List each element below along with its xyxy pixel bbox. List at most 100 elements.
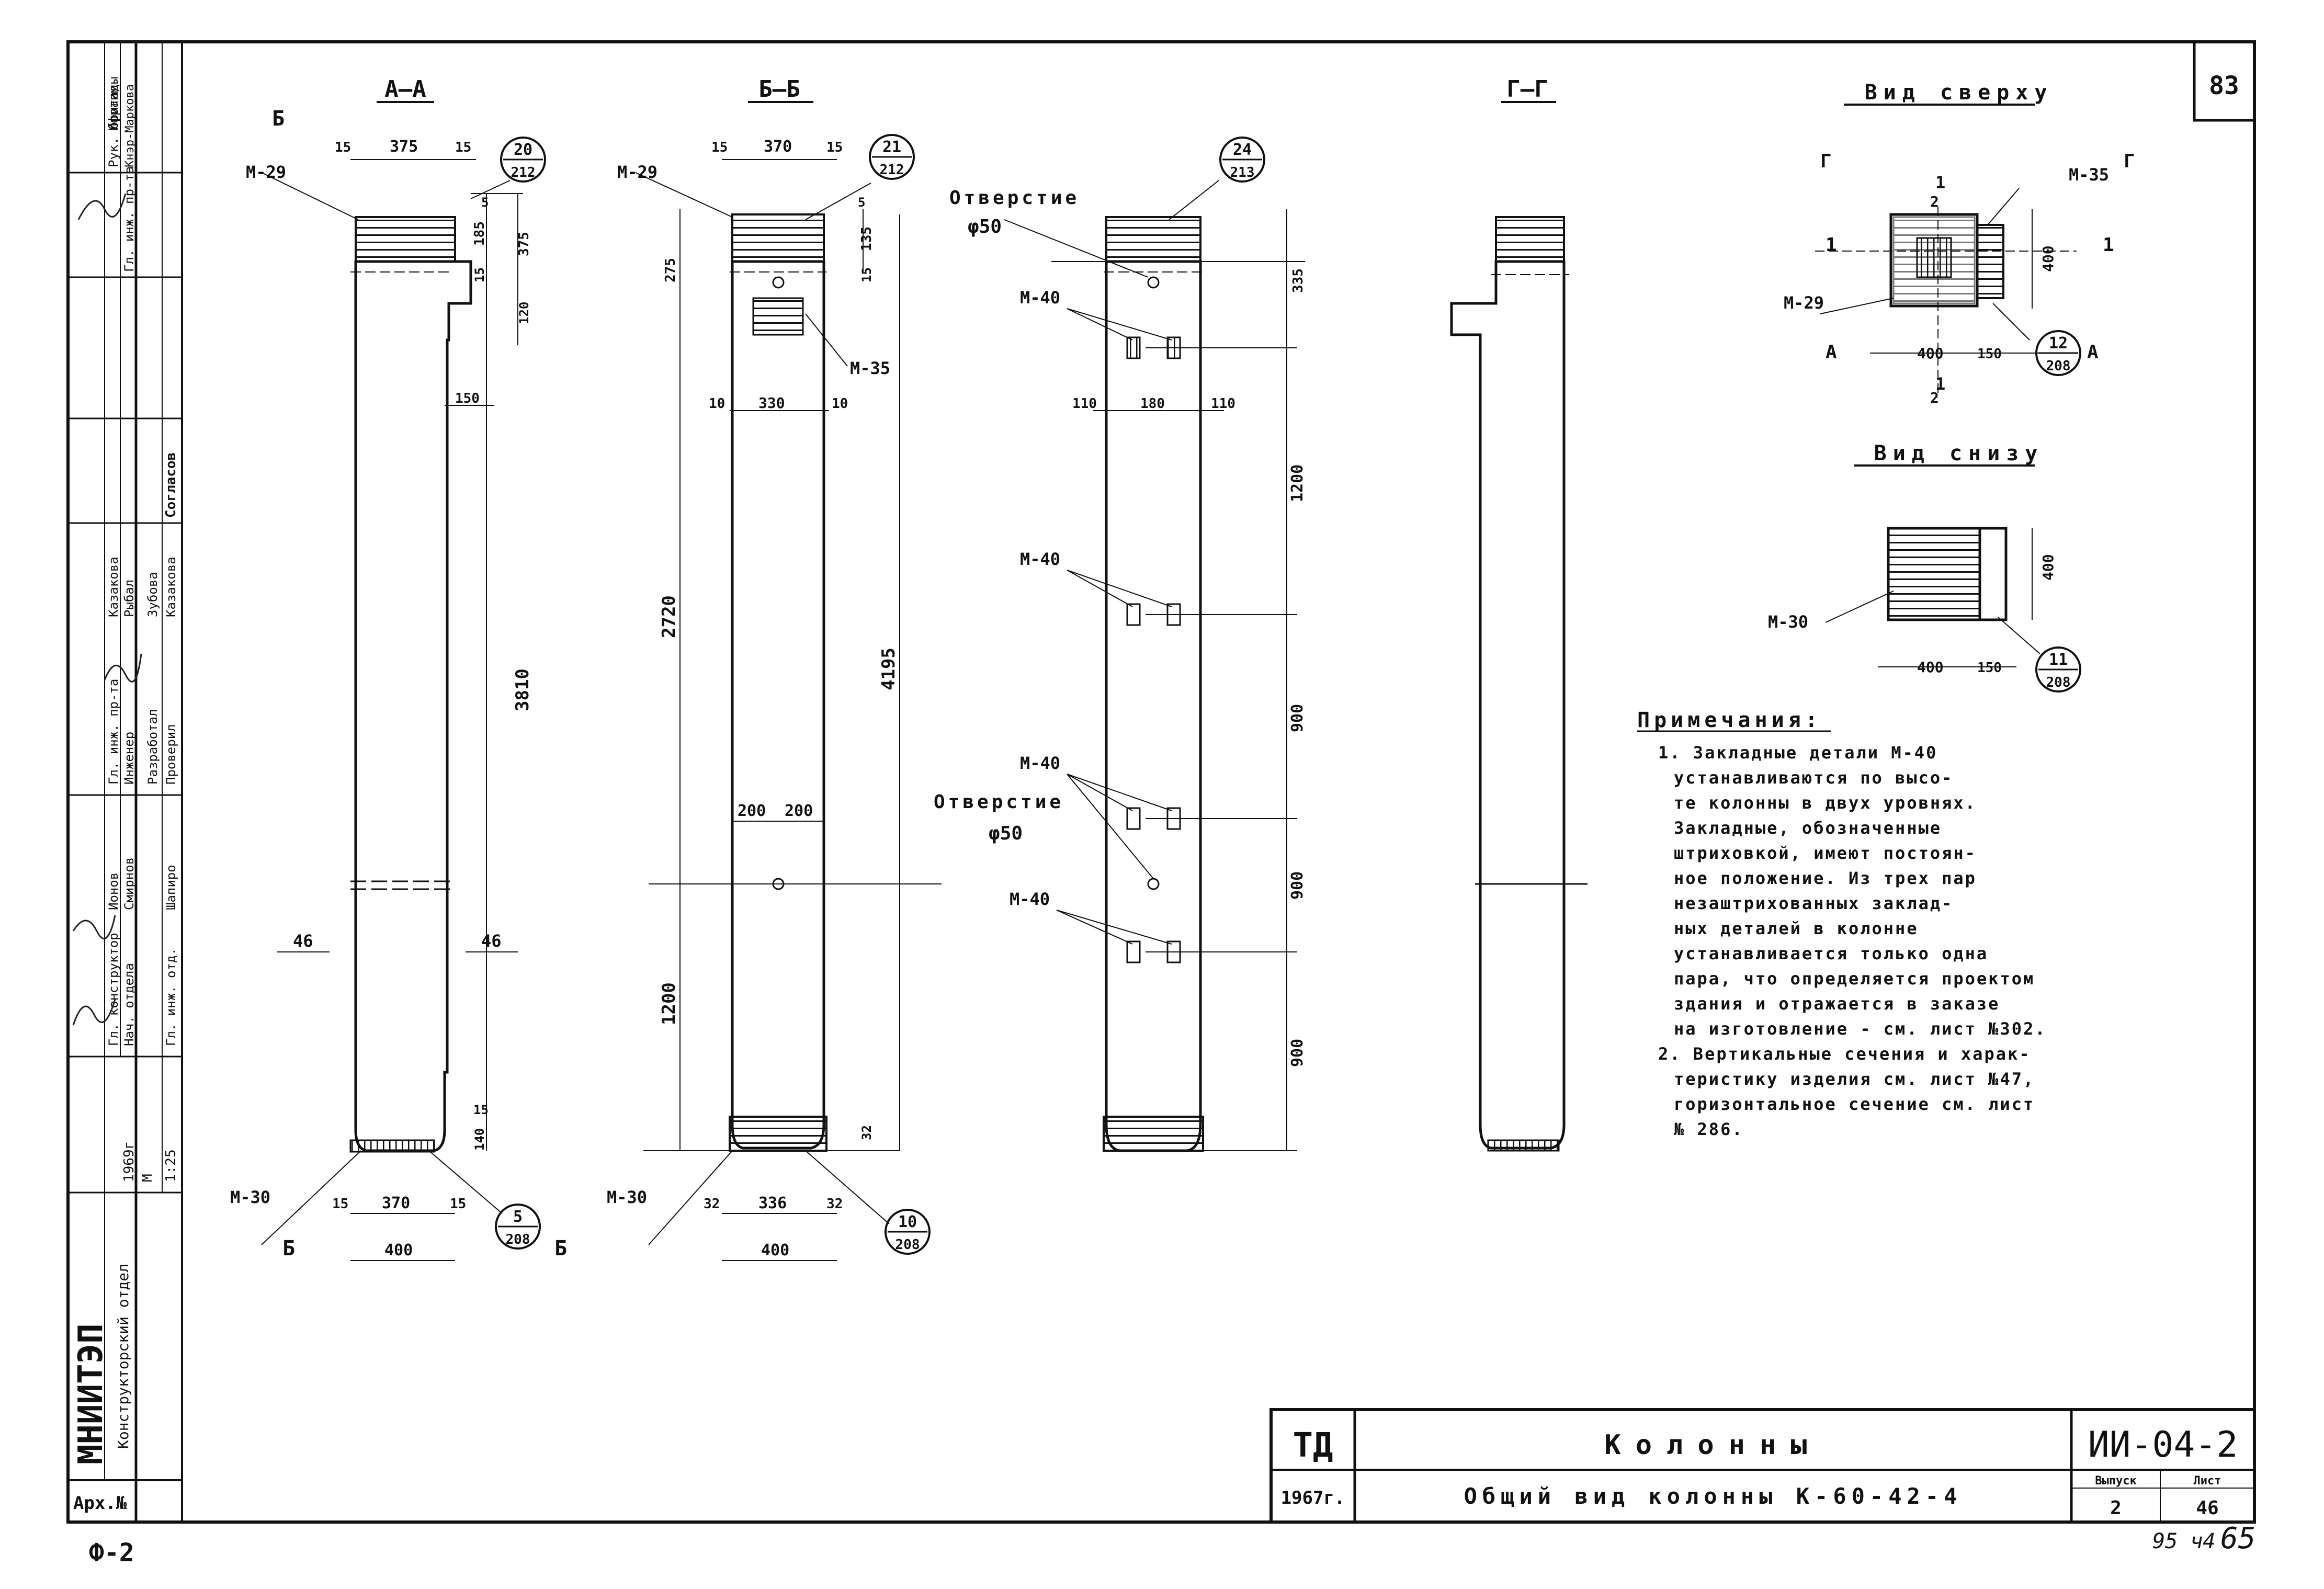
stamp-name: Ифраим (106, 85, 121, 131)
stamp-role: Рук. бригады (106, 77, 121, 167)
svg-text:12: 12 (2049, 334, 2068, 353)
part-label: М-30 (230, 1187, 270, 1207)
dim-label: 180 (1140, 396, 1165, 412)
section-mark: 2 (1930, 193, 1939, 210)
stamp-name: Казакова (164, 557, 178, 617)
part-label: М-29 (617, 162, 657, 182)
dim-label: 32 (826, 1196, 843, 1212)
hole-dia: φ50 (968, 216, 1002, 237)
dim-label: 15 (455, 140, 471, 155)
dim-label: 15 (859, 267, 874, 282)
dim-label: 15 (332, 1196, 348, 1212)
note-line: те колонны в двух уровнях. (1674, 793, 1977, 813)
note-line: 1. Закладные детали М-40 (1658, 743, 1937, 763)
dim-label: 400 (1917, 659, 1944, 676)
dim-label: 336 (758, 1194, 787, 1212)
stamp-name: Кнэр-Маркова (123, 84, 137, 167)
view-aa-annotations: 15 375 15 5 185 15 375 120 150 3810 46 4… (230, 107, 567, 1261)
stamp-org: МНИИТЭП (72, 1323, 110, 1465)
part-label: М-35 (2069, 165, 2109, 185)
stamp-name: Зубова (145, 572, 160, 617)
dim-label: 900 (1288, 704, 1307, 732)
dim-label: 10 (832, 396, 848, 412)
title-issue-label: Выпуск (2095, 1474, 2136, 1488)
note-line: № 286. (1674, 1119, 1744, 1139)
title-main: Колонны (1604, 1429, 1821, 1461)
dim-label: 1200 (659, 982, 679, 1025)
part-label: М-30 (607, 1187, 647, 1207)
dim-label: 400 (761, 1241, 789, 1259)
callout-circle: 10 208 (885, 1209, 931, 1255)
stamp-role: Гл. инж. пр-та (122, 166, 137, 272)
dim-label: 15 (711, 140, 728, 155)
notes-heading: Примечания: (1637, 708, 1822, 732)
svg-text:20: 20 (514, 141, 532, 159)
page-number: 83 (2209, 71, 2239, 100)
note-line: Закладные, обозначенные (1674, 818, 1942, 838)
dim-label: 32 (859, 1125, 874, 1140)
svg-text:10: 10 (898, 1213, 917, 1231)
stamp-name: Рыбал (122, 580, 137, 617)
top-view-annotations: Г Г 1 1 1 1 А А 2 2 М-35 М-29 400 400 15… (1784, 151, 2135, 406)
stamp-arch-no: Арх.№ (73, 1493, 127, 1514)
svg-text:11: 11 (2049, 651, 2068, 669)
dim-label: 140 (472, 1128, 487, 1151)
view-bb-annotations: 15 370 15 5 135 15 275 10 330 10 2720 41… (607, 138, 899, 1259)
dim-label: 10 (709, 396, 725, 412)
part-label: М-30 (1768, 612, 1808, 632)
section-mark: 1 (2103, 234, 2114, 256)
title-sub: Общий вид колонны К-60-42-4 (1464, 1483, 1963, 1509)
stamp-role: Разработал (145, 709, 160, 785)
section-mark: 2 (1930, 389, 1939, 406)
part-label: М-40 (1020, 288, 1060, 308)
view-vv-annotations: Отверстие φ50 Отверстие φ50 335 110 180 … (934, 187, 1307, 1067)
stamp-role: Инженер (122, 732, 137, 785)
note-line: горизонтальное сечение см. лист (1674, 1094, 2035, 1114)
stamp-agreed: Согласов (163, 452, 179, 518)
callout-circle: 24 213 (1219, 137, 1265, 183)
dim-label: 2720 (659, 595, 679, 638)
dim-label: 15 (450, 1196, 466, 1212)
part-label: М-40 (1020, 549, 1060, 569)
dim-label: 370 (764, 138, 792, 156)
svg-text:208: 208 (895, 1237, 920, 1253)
dim-label: 5 (858, 195, 865, 210)
stamp-role: Гл. инж. пр-та (106, 679, 121, 785)
svg-text:212: 212 (880, 162, 904, 178)
dim-label: 200 (738, 802, 766, 820)
hole-label: Отверстие (934, 791, 1064, 813)
bottom-view: Вид снизу (1825, 441, 2040, 667)
footer-right-a: 95 ч4 (2152, 1529, 2215, 1553)
footer-left: Ф-2 (89, 1538, 134, 1568)
note-line: устанавливается только одна (1674, 944, 1988, 963)
note-line: ное положение. Из трех пар (1674, 868, 1977, 888)
dim-label: 120 (517, 302, 531, 324)
title-series: ИИ-04-2 (2088, 1424, 2238, 1466)
dim-label: 335 (1290, 268, 1306, 293)
section-mark: А (1826, 342, 1837, 363)
dim-label: 370 (382, 1194, 410, 1212)
note-line: пара, что определяется проектом (1674, 969, 2035, 989)
part-label: М-35 (850, 358, 890, 378)
callout-circle: 5 208 (495, 1204, 541, 1250)
view-bb: Б—Б (635, 76, 942, 1261)
stamp-scale: 1:25 (163, 1149, 179, 1182)
part-label: М-40 (1010, 889, 1050, 909)
dim-label: 275 (663, 258, 678, 282)
dim-label: 185 (472, 221, 488, 246)
signature-mark (72, 193, 142, 1026)
title-block (1269, 1408, 2256, 1524)
section-mark: А (2087, 342, 2099, 363)
title-sheet-label: Лист (2194, 1474, 2221, 1488)
dim-label: 150 (1977, 346, 2002, 362)
section-mark: Б (272, 107, 285, 131)
dim-label: 400 (384, 1241, 413, 1259)
note-line: устанавливаются по высо- (1674, 768, 1953, 788)
stamp-name: Смирнов (122, 857, 137, 910)
hole-label: Отверстие (949, 187, 1080, 209)
dim-label: 5 (481, 195, 489, 210)
stamp-year: 1969г (121, 1141, 137, 1182)
title-year: 1967г. (1281, 1488, 1345, 1508)
title-code: ТД (1293, 1426, 1333, 1465)
